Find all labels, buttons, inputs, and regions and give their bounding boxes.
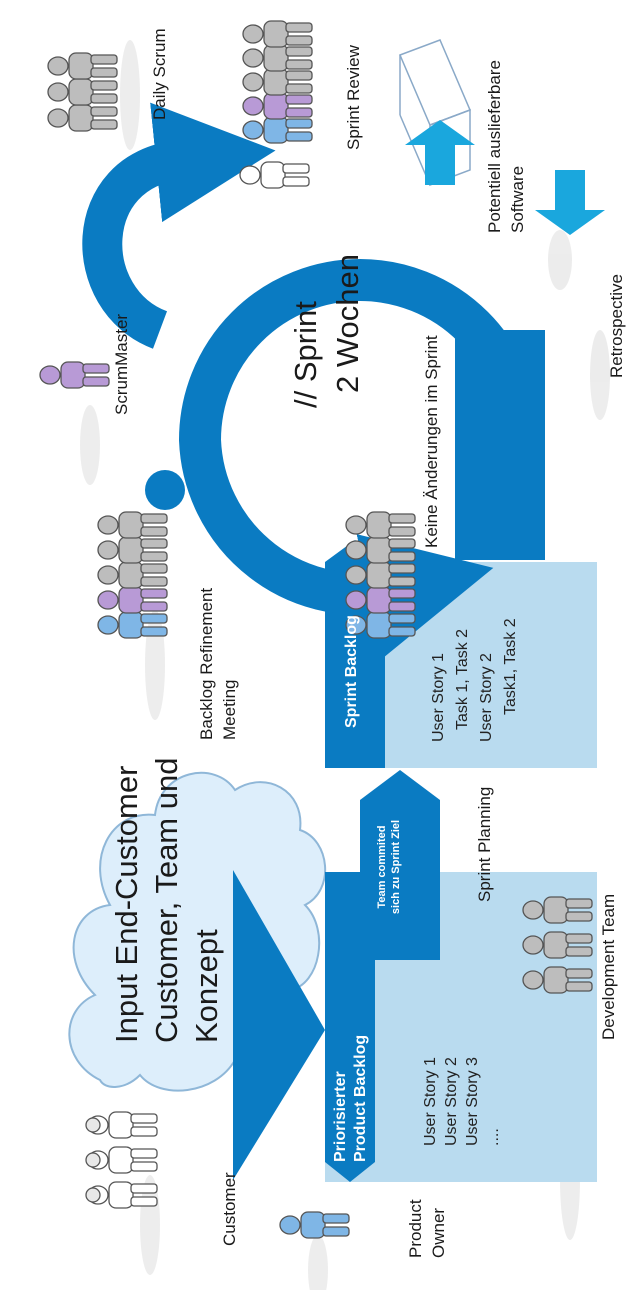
daily-scrum-people-icon — [48, 53, 117, 131]
product-owner-person-icon — [280, 1212, 349, 1238]
product-backlog-item: .... — [483, 1057, 504, 1146]
software-label-line: Potentiell auslieferbare — [483, 60, 506, 233]
product-owner-label: Product Owner — [404, 1199, 450, 1258]
sprint-backlog-item: Task1, Task 2 — [500, 618, 521, 715]
cloud-text: Input End-Customer Customer, Team und Ko… — [107, 758, 227, 1043]
product-backlog-item: User Story 1 — [420, 1057, 441, 1146]
product-owner-label-line: Owner — [427, 1199, 450, 1258]
software-label: Potentiell auslieferbare Software — [483, 60, 529, 233]
cloud-text-line: Konzept — [187, 758, 227, 1043]
sprint-planning-arrow-line: Team commited — [375, 797, 389, 937]
development-team-label: Development Team — [598, 894, 620, 1040]
sprint-loop-stem — [455, 330, 545, 560]
software-label-line: Software — [506, 60, 529, 233]
customer-people-icon — [86, 1112, 157, 1208]
sprint-title: // Sprint — [286, 301, 326, 408]
sprint-note: Keine Änderungen im Sprint — [421, 335, 443, 548]
backlog-refinement-label-line: Meeting — [218, 588, 241, 740]
retrospective-label: Retrospective — [606, 274, 628, 378]
sprint-backlog-header: Sprint Backlog — [342, 615, 362, 728]
product-backlog-header-line: Priorisierter — [331, 1035, 351, 1162]
sprint-backlog-item: User Story 2 — [476, 653, 497, 742]
product-backlog-header: Priorisierter Product Backlog — [331, 1035, 371, 1162]
scrummaster-person-icon — [40, 362, 109, 388]
sprint-backlog-item: User Story 1 — [428, 653, 449, 742]
product-backlog-item: User Story 3 — [462, 1057, 483, 1146]
sprint-review-label: Sprint Review — [343, 45, 365, 150]
product-backlog-items: User Story 1 User Story 2 User Story 3 .… — [420, 1057, 504, 1146]
sprint-planning-label: Sprint Planning — [474, 787, 496, 902]
sprint-review-people-icon — [240, 21, 312, 188]
product-backlog-item: User Story 2 — [441, 1057, 462, 1146]
backlog-refinement-people-icon — [98, 512, 167, 638]
scrummaster-label: ScrumMaster — [111, 314, 133, 415]
cloud-text-line: Customer, Team und — [147, 758, 187, 1043]
backlog-refinement-label: Backlog Refinement Meeting — [195, 588, 241, 740]
backlog-refinement-label-line: Backlog Refinement — [195, 588, 218, 740]
sprint-duration: 2 Wochen — [328, 254, 368, 393]
product-backlog-header-line: Product Backlog — [351, 1035, 371, 1162]
daily-scrum-label: Daily Scrum — [149, 28, 171, 120]
customer-label: Customer — [219, 1172, 241, 1246]
sprint-planning-arrow-line: sich zu Sprint Ziel — [389, 797, 403, 937]
sprint-backlog-item: Task 1, Task 2 — [452, 629, 473, 730]
sprint-planning-arrow-text: Team commited sich zu Sprint Ziel — [375, 797, 403, 937]
product-owner-label-line: Product — [404, 1199, 427, 1258]
cloud-text-line: Input End-Customer — [107, 758, 147, 1043]
